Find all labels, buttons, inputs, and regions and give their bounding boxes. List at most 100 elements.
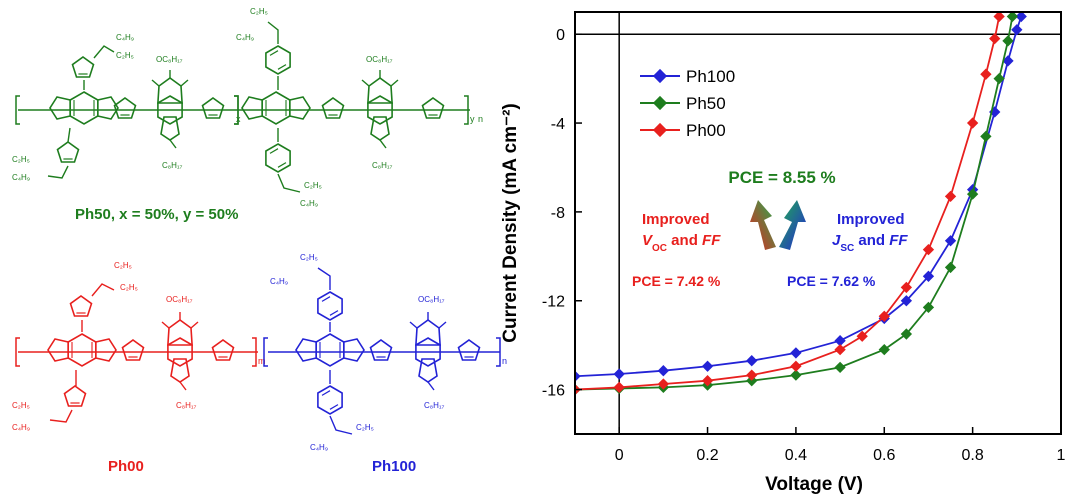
data-point-ph00	[790, 360, 802, 372]
ph50-label-c2h5-3: C₂H₅	[12, 155, 30, 164]
data-point-ph100	[701, 360, 714, 372]
data-point-ph50	[1002, 35, 1014, 47]
pce-center-label: PCE = 8.55 %	[728, 168, 835, 187]
ph00-label-c8h17: C₈H₁₇	[176, 401, 197, 410]
arrow-right	[779, 200, 806, 250]
ph00-acceptor	[161, 311, 199, 391]
ph100-index-n: n	[502, 356, 507, 366]
x-tick-label: 0.2	[696, 447, 718, 464]
left-voc-ff-label: VOC and FF	[642, 232, 721, 254]
arrow-left	[750, 200, 776, 250]
data-point-ph50	[790, 369, 802, 381]
ph100-label-c4h9-1: C₄H₉	[270, 277, 288, 286]
ph50-side-thiophene-bottom	[56, 141, 80, 163]
right-ff: FF	[889, 232, 908, 249]
plot-frame	[574, 11, 1062, 435]
data-point-ph50	[944, 261, 957, 274]
ph00-side-thiophene-top	[69, 295, 93, 317]
ph100-caption: Ph100	[372, 458, 416, 475]
right-and: and	[854, 232, 889, 249]
ph50-bdt-unit-2	[241, 91, 311, 125]
x-tick-label: 0.4	[785, 447, 807, 464]
data-point-ph100	[900, 295, 913, 307]
data-point-ph100	[657, 365, 670, 377]
right-jsc-ff-label: JSC and FF	[832, 232, 908, 254]
ph00-structure: C₂H₅ C₂H₅ OC₈H₁₇ C₂H₅ C₄H₉ C₈H₁₇ m Ph00	[12, 261, 266, 475]
ph50-label-c4h9-3: C₄H₉	[12, 173, 30, 182]
series-line-ph00	[575, 16, 1001, 391]
ph100-structure: C₂H₅ C₄H₉ OC₈H₁₇ C₂H₅ C₄H₉ C₈H₁₇ n Ph100	[263, 253, 507, 475]
ph100-label-c2h5-2: C₂H₅	[356, 423, 374, 432]
ph00-label-c2h5-3: C₂H₅	[12, 401, 30, 410]
x-tick-label: 0	[615, 447, 624, 464]
y-tick-label: 0	[556, 27, 565, 44]
ph100-thiophene-1	[369, 339, 393, 361]
left-voc-sub: OC	[652, 243, 667, 254]
ph50-bdt-unit-1	[49, 91, 119, 125]
right-jsc-sub: SC	[840, 243, 854, 254]
ph50-label-oc8h17-2: OC₈H₁₇	[366, 55, 393, 64]
y-axis-label: Current Density (mA cm⁻²)	[500, 103, 521, 342]
ph50-index-x: x	[236, 114, 241, 124]
data-point-ph50	[900, 328, 913, 340]
annotations: PCE = 8.55 % Improved VOC and FF Improve…	[632, 168, 908, 289]
data-point-ph00	[980, 68, 992, 80]
data-point-ph00	[746, 369, 758, 381]
ph50-label-c4h9-4: C₄H₉	[300, 199, 318, 208]
legend-item-ph100: Ph100	[640, 67, 735, 86]
ph50-label-c4h9-2: C₄H₉	[236, 33, 254, 42]
data-point-ph50	[878, 343, 890, 356]
ph100-side-phenyl-top	[317, 291, 343, 321]
left-improved-label: Improved	[642, 211, 710, 228]
zero-reference-lines	[575, 12, 1061, 434]
ph50-structure: C₄H₉ C₂H₅ OC₈H₁₇ OC₈H₁₇ C₂H₅ C₄H₉ C₂H₅ C…	[12, 7, 483, 223]
left-ff: FF	[702, 232, 721, 249]
ph100-acceptor	[409, 311, 447, 391]
pce-left-label: PCE = 7.42 %	[632, 273, 721, 289]
ph100-bdt-unit	[295, 333, 365, 367]
data-point-ph00	[613, 381, 625, 394]
ph50-label-c4h9-1: C₄H₉	[116, 33, 134, 42]
ph50-side-thiophene-top	[71, 56, 95, 78]
ph00-index-m: m	[258, 356, 266, 366]
ph00-bdt-unit	[47, 333, 117, 367]
series-line-ph100	[575, 16, 1023, 378]
legend-label-ph50: Ph50	[686, 94, 726, 113]
data-point-ph100	[834, 335, 846, 347]
pce-right-label: PCE = 7.62 %	[787, 273, 876, 289]
ph00-label-c2h5-2: C₂H₅	[120, 283, 138, 292]
ph50-index-n: n	[478, 114, 483, 124]
ph50-label-oc8h17-1: OC₈H₁₇	[156, 55, 183, 64]
ph50-label-c2h5-1: C₂H₅	[116, 51, 134, 60]
ph00-side-thiophene-bottom	[63, 385, 87, 407]
left-voc-v: V	[642, 232, 654, 249]
left-and: and	[667, 232, 702, 249]
x-tick-label: 1	[1057, 447, 1066, 464]
ph00-thiophene-1	[121, 339, 145, 361]
ph50-side-phenyl-top	[265, 45, 291, 75]
ph50-label-c8h17-2: C₈H₁₇	[372, 161, 393, 170]
data-point-ph50	[834, 361, 846, 374]
data-point-ph00	[878, 310, 890, 322]
ph50-label-c2h5-2: C₂H₅	[250, 7, 268, 16]
data-point-ph100	[613, 368, 625, 380]
right-improved-label: Improved	[837, 211, 905, 228]
data-point-ph100	[790, 347, 802, 359]
data-point-ph00	[966, 117, 979, 129]
ph00-caption: Ph00	[108, 458, 144, 475]
data-point-ph100	[922, 270, 935, 282]
ph100-label-c4h9-2: C₄H₉	[310, 443, 328, 452]
ph00-label-oc8h17: OC₈H₁₇	[166, 295, 193, 304]
data-point-ph00	[856, 330, 868, 342]
ph00-thiophene-2	[211, 339, 235, 361]
ph100-label-c8h17: C₈H₁₇	[424, 401, 445, 410]
legend-item-ph50: Ph50	[640, 94, 726, 113]
data-point-ph00	[922, 243, 935, 256]
ph50-thiophene-3	[321, 97, 345, 119]
data-point-ph50	[980, 130, 992, 143]
ph50-side-phenyl-bottom	[265, 143, 291, 173]
data-point-ph100	[746, 355, 758, 367]
data-point-ph50	[922, 301, 935, 314]
ph100-thiophene-2	[457, 339, 481, 361]
